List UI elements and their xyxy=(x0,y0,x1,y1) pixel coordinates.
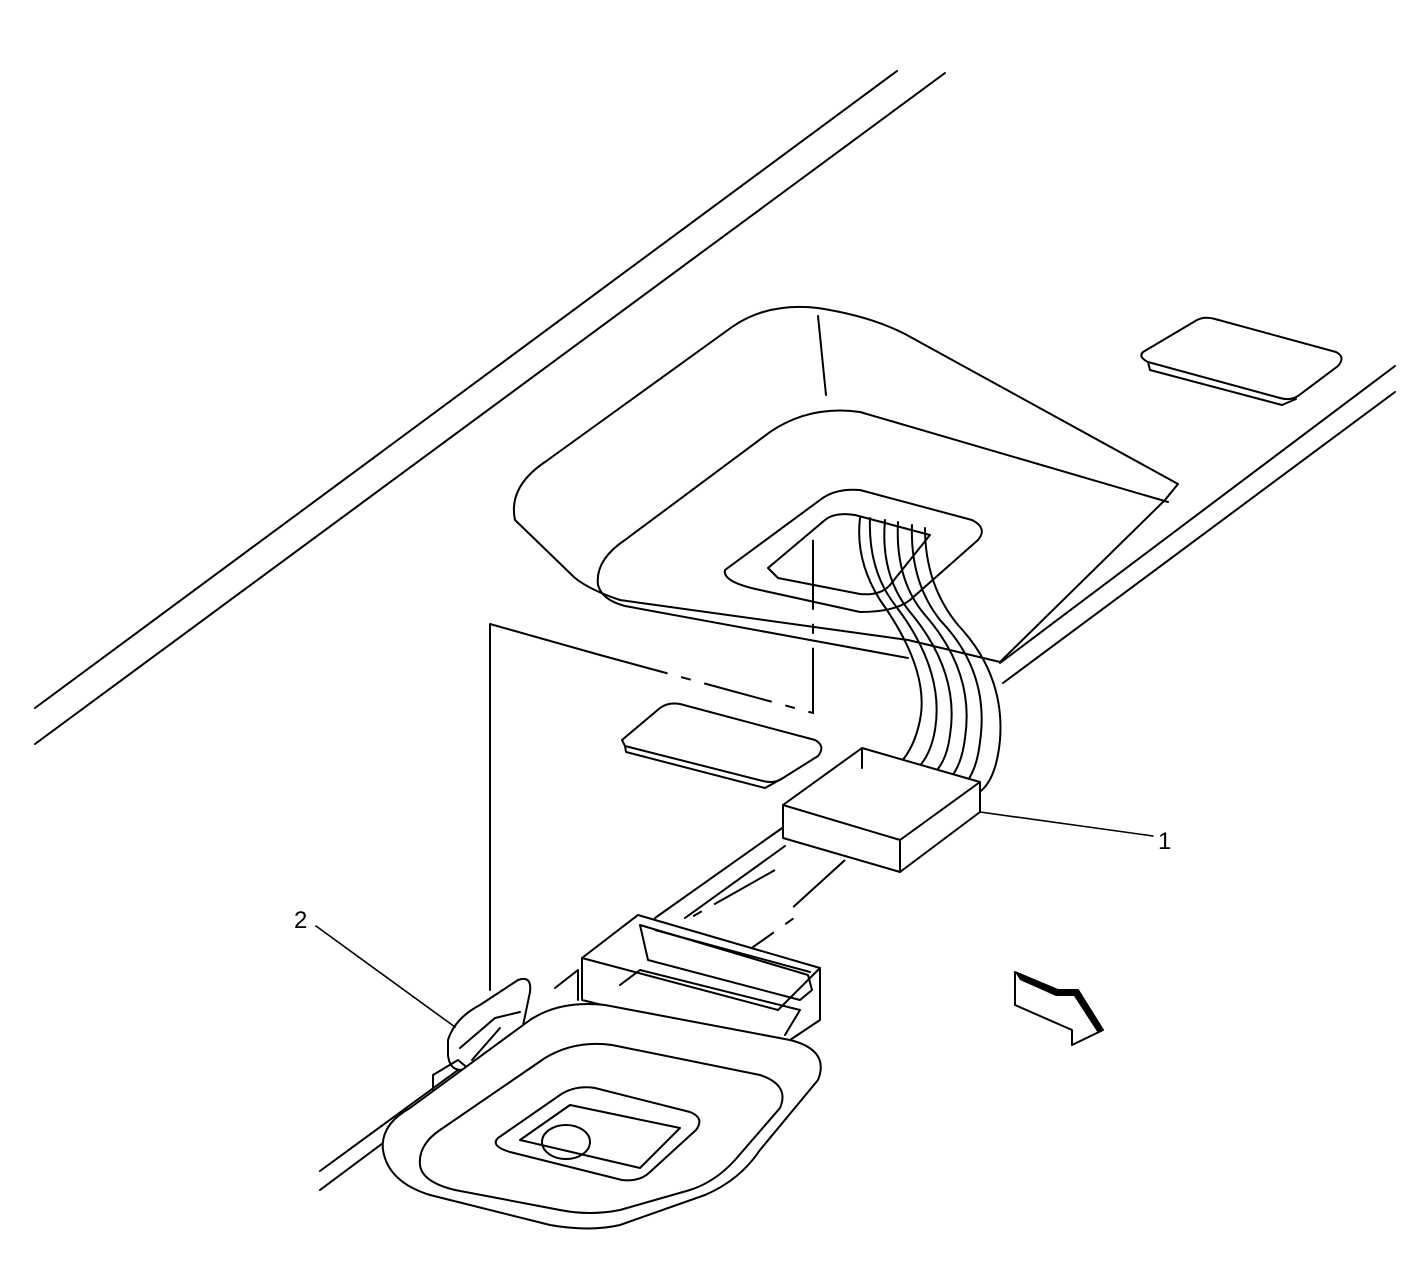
wire-harness xyxy=(858,517,1002,798)
callout-leaders xyxy=(315,811,1154,1028)
trim-pads xyxy=(621,316,1343,789)
callout-2-label: 2 xyxy=(294,907,307,934)
forward-direction-arrow xyxy=(1014,971,1104,1046)
callout-1-label: 1 xyxy=(1158,828,1171,855)
alignment-lines xyxy=(489,530,846,991)
dome-lamp-assembly xyxy=(381,914,822,1230)
console-recess xyxy=(512,305,1179,663)
electrical-connector xyxy=(782,747,981,873)
callout-1-leader xyxy=(979,811,1154,837)
headliner-panel xyxy=(34,70,1396,1191)
callout-2-leader xyxy=(315,925,456,1028)
